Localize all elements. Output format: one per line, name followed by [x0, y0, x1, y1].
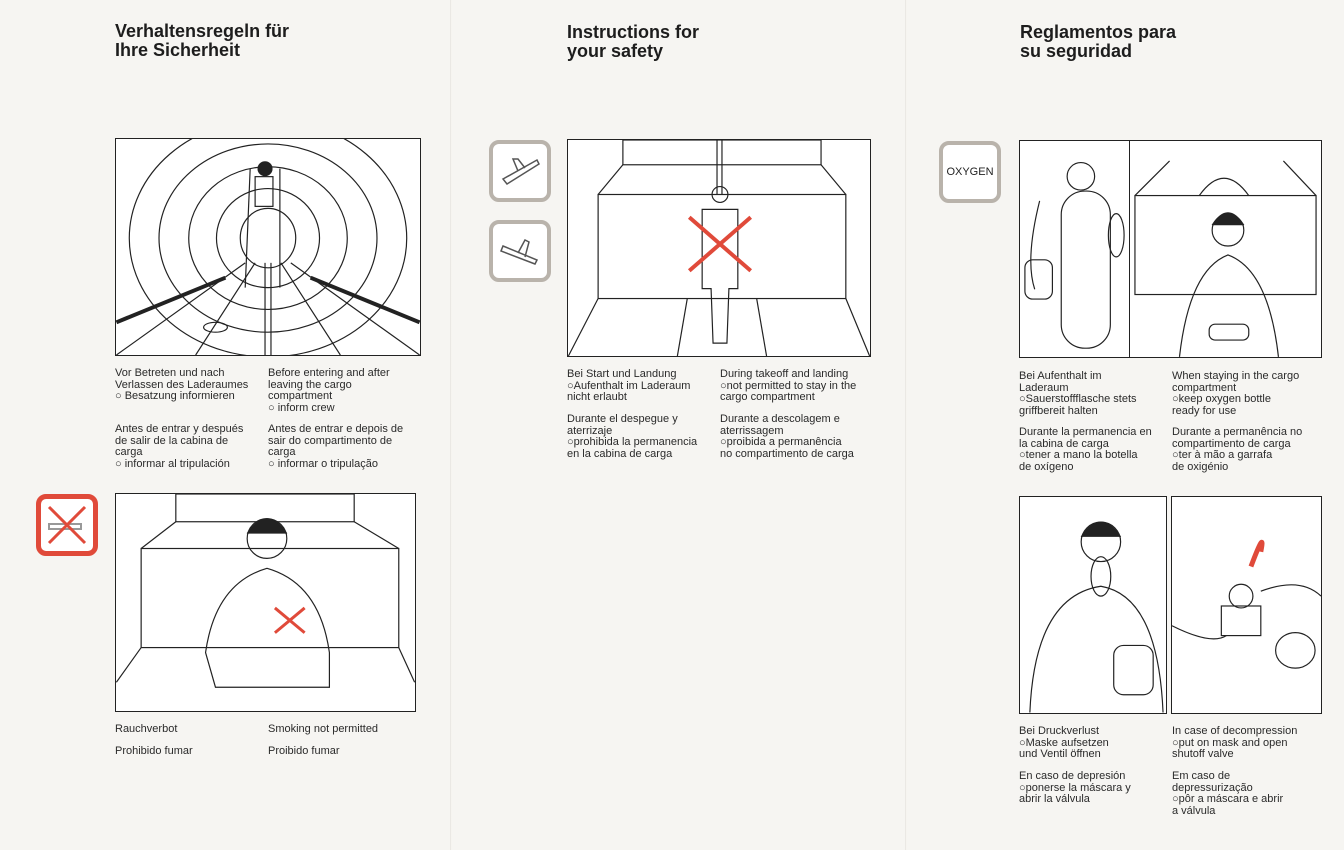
takeoff-landing-illustration	[567, 139, 871, 357]
heading-spanish: Reglamentos para su seguridad	[1020, 22, 1177, 61]
oxygen-text-pt: Durante a permanência no compartimento d…	[1172, 426, 1303, 473]
oxygen-text-en: When staying in the cargo compartment ○k…	[1172, 370, 1300, 417]
takeoff-text-de: Bei Start und Landung ○Aufenthalt im Lad…	[567, 368, 691, 403]
heading-german: Verhaltensregeln für Ihre Sicherheit	[115, 21, 290, 60]
airplane-takeoff-icon	[489, 140, 551, 202]
airplane-landing-icon	[489, 220, 551, 282]
oxygen-text-es: Durante la permanencia en la cabina de c…	[1019, 426, 1152, 473]
entering-text-en: Before entering and after leaving the ca…	[268, 367, 390, 414]
entering-text-es: Antes de entrar y después de salir de la…	[115, 423, 244, 470]
mask-on-illustration	[1019, 496, 1167, 714]
takeoff-text-es: Durante el despegue y aterrizaje ○prohib…	[567, 413, 698, 460]
takeoff-text-en: During takeoff and landing ○not permitte…	[720, 368, 857, 403]
cargo-entry-illustration	[115, 138, 421, 356]
heading-english: Instructions for your safety	[567, 22, 700, 61]
no-smoking-icon	[36, 494, 98, 556]
open-valve-illustration	[1171, 496, 1322, 714]
decompression-text-pt: Em caso de depressurização ○pôr a máscar…	[1172, 770, 1284, 817]
oxygen-text-de: Bei Aufenthalt im Laderaum ○Sauerstofffl…	[1019, 370, 1137, 417]
smoking-text-en: Smoking not permitted	[268, 723, 379, 735]
smoking-text-de: Rauchverbot	[115, 723, 178, 735]
decompression-text-es: En caso de depresión ○ponerse la máscara…	[1019, 770, 1131, 805]
smoking-text-es: Prohibido fumar	[115, 745, 193, 757]
decompression-text-en: In case of decompression ○put on mask an…	[1172, 725, 1298, 760]
smoking-text-pt: Proibido fumar	[268, 745, 340, 757]
decompression-text-de: Bei Druckverlust ○Maske aufsetzen und Ve…	[1019, 725, 1109, 760]
takeoff-text-pt: Durante a descolagem e aterrissagem ○pro…	[720, 413, 854, 460]
page-fold	[905, 0, 907, 850]
page-fold	[450, 0, 452, 850]
entering-text-pt: Antes de entrar e depois de sair do comp…	[268, 423, 404, 470]
oxygen-icon: OXYGEN	[939, 141, 1001, 203]
oxygen-carry-illustration	[1129, 140, 1322, 358]
no-smoking-illustration	[115, 493, 416, 712]
entering-text-de: Vor Betreten und nach Verlassen des Lade…	[115, 367, 249, 402]
oxygen-bottle-illustration	[1019, 140, 1130, 358]
